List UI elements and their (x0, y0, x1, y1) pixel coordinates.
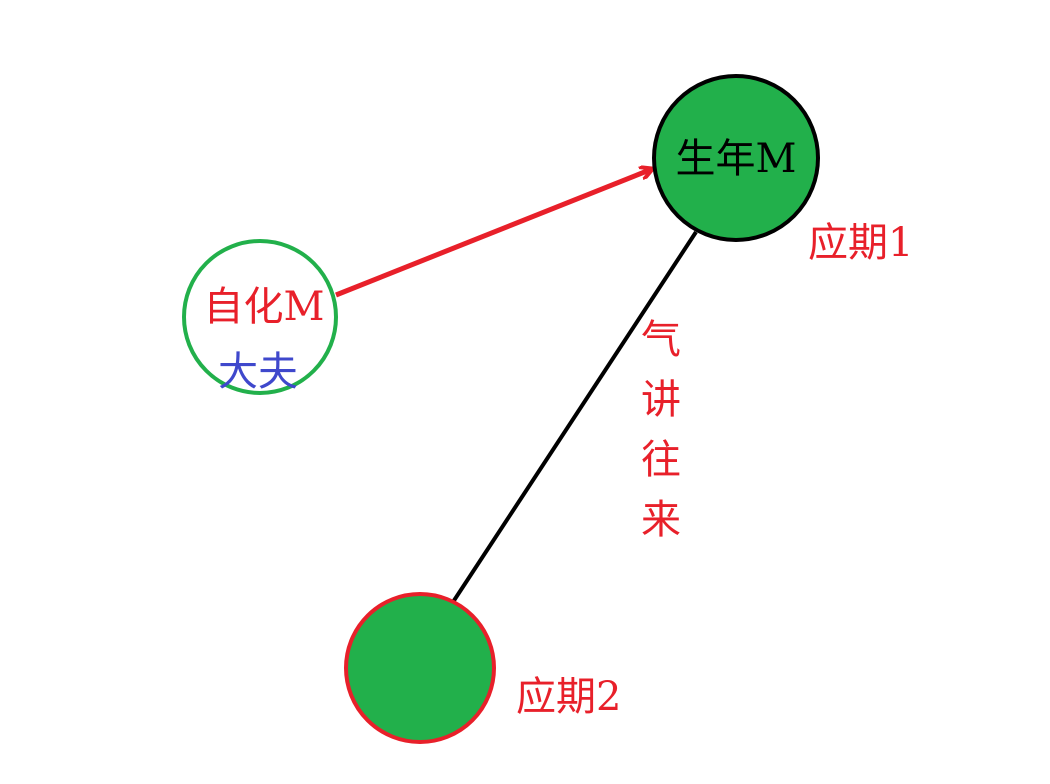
top-right-node-label: 生年M (676, 136, 797, 182)
left-node-sublabel: 大夫 (218, 349, 298, 395)
edge-label: 气讲往来 (641, 317, 681, 543)
left-node-label: 自化M (204, 284, 325, 330)
top-right-tag: 应期1 (808, 220, 913, 266)
left-node-circle (182, 239, 338, 395)
connector-line (451, 230, 698, 604)
bottom-node-circle (344, 592, 496, 744)
arrow-line (335, 169, 652, 298)
top-right-node-circle (652, 74, 820, 242)
bottom-tag: 应期2 (516, 674, 621, 720)
